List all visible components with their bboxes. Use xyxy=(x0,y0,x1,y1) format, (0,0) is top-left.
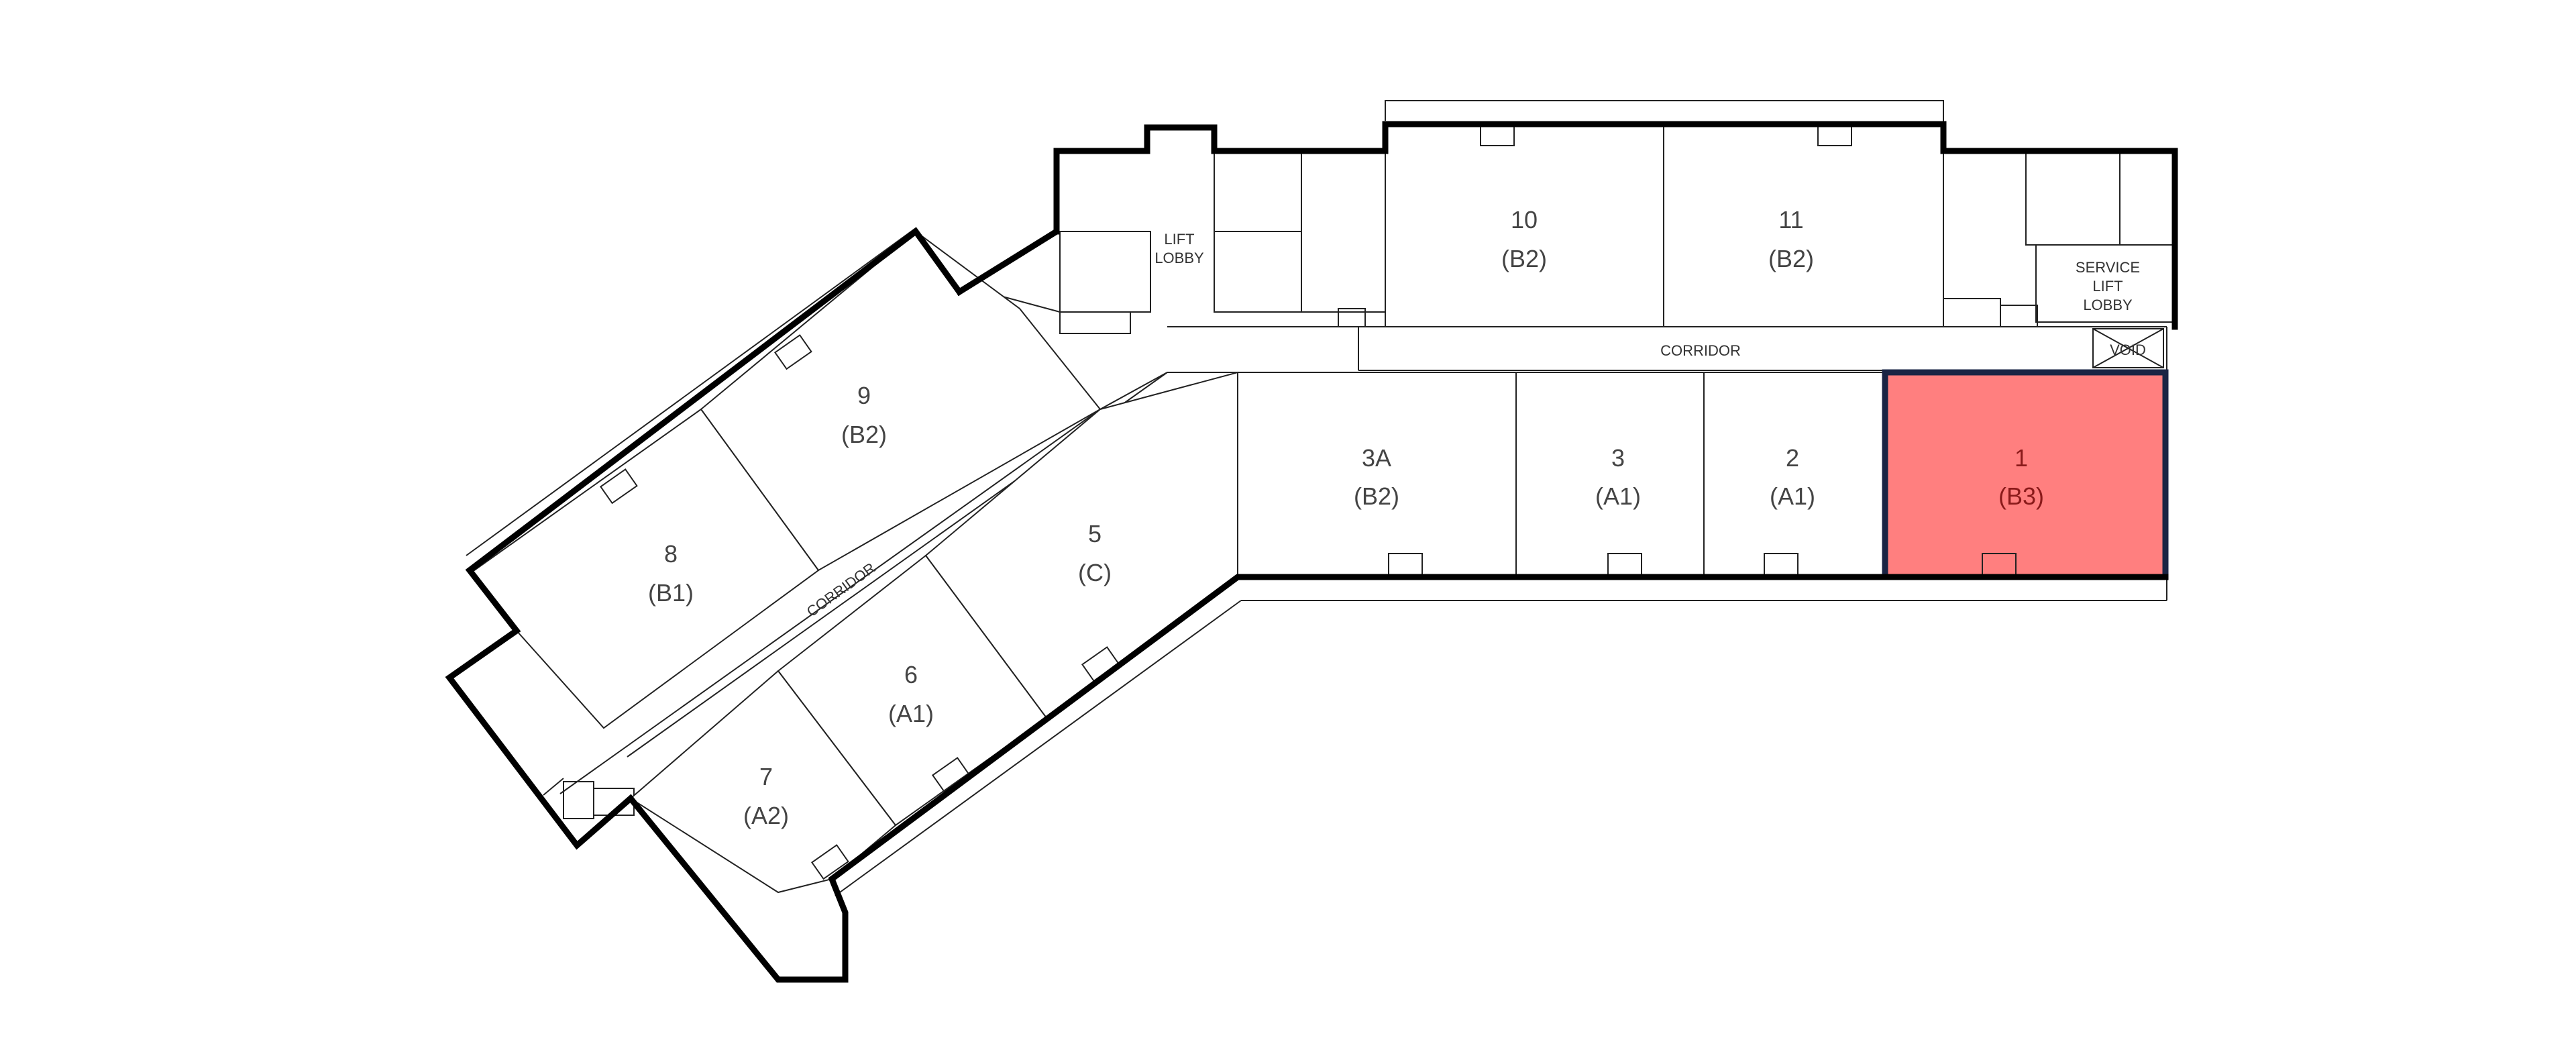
unit-7-type: (A2) xyxy=(743,802,789,829)
unit-2[interactable]: 2 (A1) xyxy=(1703,372,1886,578)
unit-11-number: 11 xyxy=(1778,206,1803,233)
unit-7[interactable]: 7 (A2) xyxy=(629,670,897,894)
lift-lobby-label-line1: LIFT xyxy=(1164,231,1194,248)
unit-2-number: 2 xyxy=(1786,444,1799,472)
unit-2-type: (A1) xyxy=(1770,482,1815,510)
unit-3a[interactable]: 3A (B2) xyxy=(1237,372,1517,578)
unit-1-type: (B3) xyxy=(1998,482,2044,510)
unit-7-number: 7 xyxy=(759,763,773,790)
units-layer: 10 (B2) 11 (B2) 3A (B2) 3 (A1) 2 (A1) xyxy=(468,123,2169,894)
unit-10-type: (B2) xyxy=(1501,245,1547,272)
service-lift-lobby-line3: LOBBY xyxy=(2083,297,2133,313)
unit-10[interactable]: 10 (B2) xyxy=(1385,123,1664,327)
unit-10-number: 10 xyxy=(1511,206,1538,233)
corridor-top-label: CORRIDOR xyxy=(1660,342,1741,359)
unit-3a-type: (B2) xyxy=(1354,482,1399,510)
service-lift-lobby-line2: LIFT xyxy=(2092,278,2123,295)
unit-9-door-marker xyxy=(773,334,812,370)
unit-6[interactable]: 6 (A1) xyxy=(777,554,1048,827)
unit-1[interactable]: 1 (B3) xyxy=(1882,369,2169,580)
unit-8-type: (B1) xyxy=(648,579,694,607)
unit-5-number: 5 xyxy=(1088,520,1102,547)
unit-5-type: (C) xyxy=(1078,559,1112,586)
unit-3[interactable]: 3 (A1) xyxy=(1515,372,1705,578)
void-label: VOID xyxy=(2110,342,2146,358)
lift-lobby-label-line2: LOBBY xyxy=(1155,250,1204,266)
unit-3-type: (A1) xyxy=(1595,482,1641,510)
unit-1-number: 1 xyxy=(2015,444,2028,472)
service-lift-lobby-line1: SERVICE xyxy=(2076,259,2140,276)
unit-7-door-marker xyxy=(810,844,849,880)
unit-9-number: 9 xyxy=(857,382,871,409)
unit-8-number: 8 xyxy=(664,540,678,568)
unit-6-type: (A1) xyxy=(888,700,934,727)
unit-11-type: (B2) xyxy=(1768,245,1814,272)
unit-9-type: (B2) xyxy=(841,421,887,448)
unit-8-door-marker xyxy=(599,468,638,505)
outer-walls xyxy=(445,121,2178,983)
unit-6-number: 6 xyxy=(904,661,918,688)
unit-3a-number: 3A xyxy=(1362,444,1391,472)
unit-11[interactable]: 11 (B2) xyxy=(1663,123,1944,327)
unit-3-number: 3 xyxy=(1611,444,1625,472)
